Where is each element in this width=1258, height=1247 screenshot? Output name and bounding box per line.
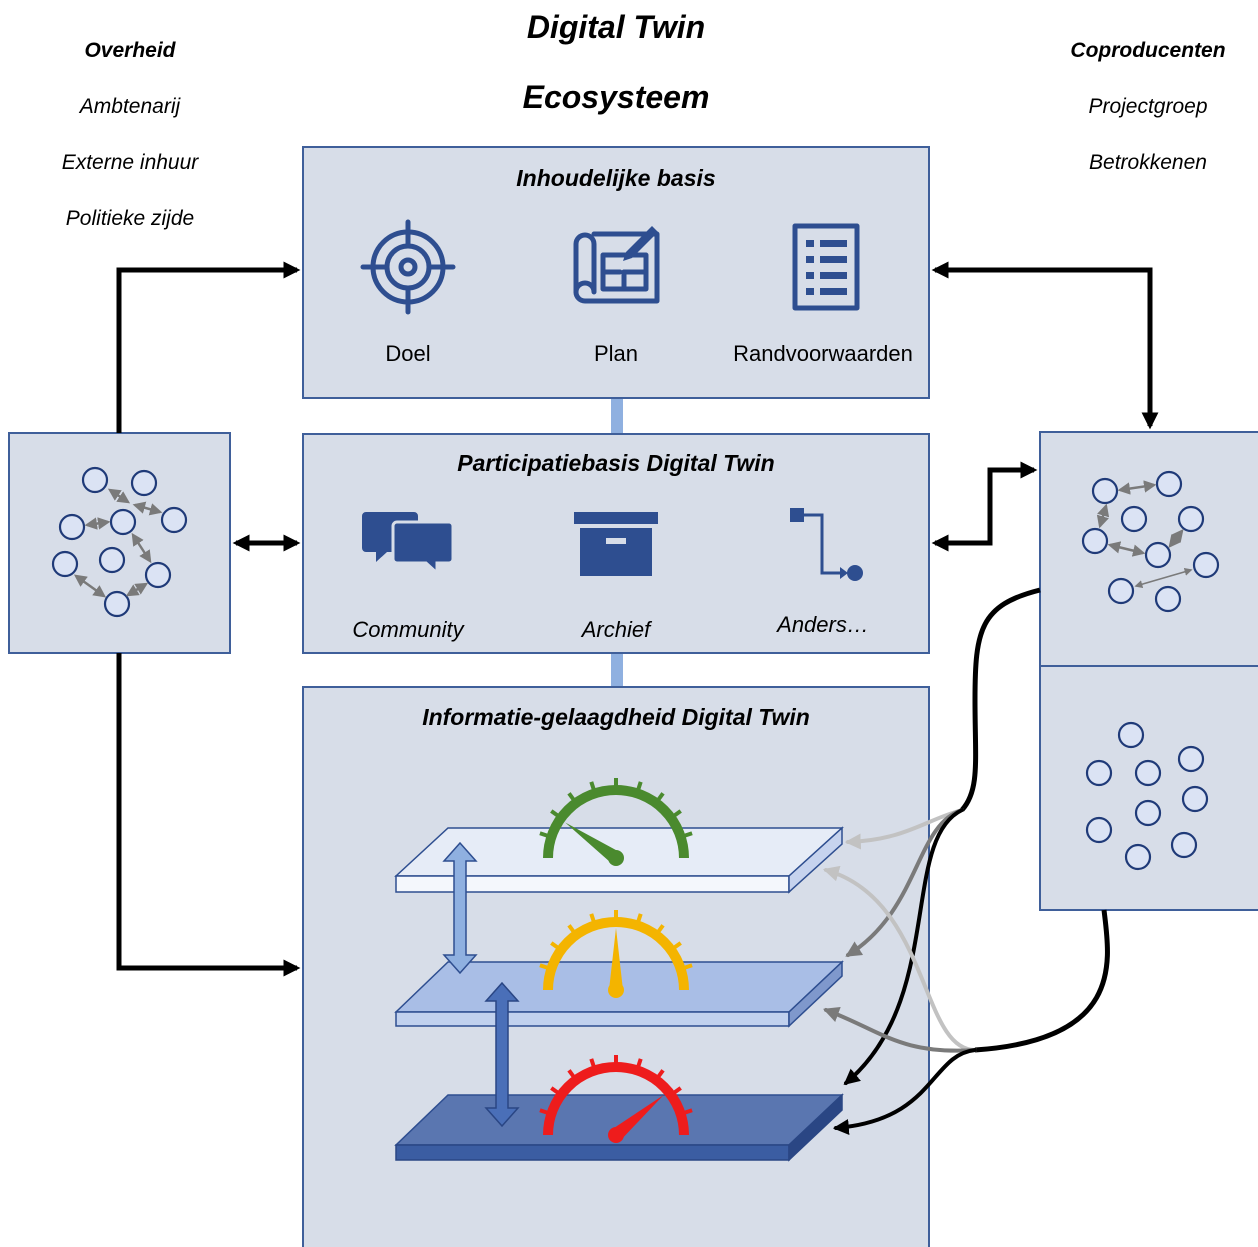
gauge-tick <box>636 913 643 923</box>
coproducers-network-panel <box>1039 431 1258 911</box>
participation-item-label: Community <box>352 617 465 642</box>
gauge-tick <box>656 924 665 933</box>
content-item-label: Doel <box>385 341 430 366</box>
gauge-tick <box>567 924 576 933</box>
connector-arrow <box>116 261 301 433</box>
gauge-hub <box>608 1127 624 1143</box>
gauge-arc <box>543 785 689 859</box>
gauge-needle <box>565 822 621 864</box>
gauge-tick <box>539 831 549 838</box>
gauge-tick <box>683 831 693 838</box>
gauge-needle <box>609 928 623 990</box>
information-panel-title: Informatie-gelaagdheid Digital Twin <box>422 704 810 730</box>
connector-cable <box>974 909 1110 1053</box>
content-item-label: Randvoorwaarden <box>733 341 913 366</box>
left-group-item: Externe inhuur <box>62 151 200 174</box>
gauge-tick <box>567 792 576 801</box>
gauge-tick <box>589 913 596 923</box>
yellow-gauge-icon <box>539 910 693 998</box>
gauge-tick <box>550 1086 559 1095</box>
target-icon <box>360 219 456 315</box>
connector-curve <box>845 808 964 957</box>
gauge-tick <box>539 1108 549 1115</box>
gauge-tick <box>673 809 682 818</box>
connector-arrow <box>116 653 301 977</box>
gauge-tick <box>673 1086 682 1095</box>
government-network-panel <box>8 432 231 654</box>
connector-curve <box>843 808 964 1086</box>
information-layer-top <box>394 826 844 894</box>
diagram-title-line2: Ecosysteem <box>523 79 710 115</box>
gauge-tick <box>636 1058 643 1068</box>
panel-link-bar <box>611 398 623 434</box>
participation-panel: Participatiebasis Digital Twin Community… <box>302 433 930 654</box>
right-group-heading: Coproducenten <box>1070 39 1225 62</box>
content-item-label: Plan <box>594 341 638 366</box>
gauge-tick <box>656 1069 665 1078</box>
gauge-tick <box>550 941 559 950</box>
content-panel-title: Inhoudelijke basis <box>516 165 715 191</box>
gauge-tick <box>567 1069 576 1078</box>
connector-curve <box>822 865 977 1052</box>
connector-arrow <box>931 461 1038 552</box>
flow-connector-icon <box>790 508 863 581</box>
content-panel: Inhoudelijke basis <box>302 146 930 399</box>
gauge-arc <box>543 1062 689 1136</box>
gauge-hub <box>608 982 624 998</box>
layer-transfer-arrow <box>442 841 478 975</box>
blueprint-icon <box>573 226 660 304</box>
participation-item-label: Archief <box>580 617 653 642</box>
participation-item-label: Anders… <box>775 612 869 637</box>
left-group-item: Politieke zijde <box>66 207 194 230</box>
gauge-tick <box>589 1058 596 1068</box>
gauge-tick <box>683 1108 693 1115</box>
checklist-icon <box>792 223 860 311</box>
connector-cable <box>960 587 1041 812</box>
archive-box-icon <box>574 512 658 576</box>
right-group-item: Betrokkenen <box>1089 151 1207 174</box>
connector-curve <box>832 1048 977 1135</box>
chat-bubbles-icon <box>362 512 455 577</box>
left-group-heading: Overheid <box>84 39 176 62</box>
right-group-item: Projectgroep <box>1088 95 1207 118</box>
information-panel: Informatie-gelaagdheid Digital Twin <box>302 686 930 1247</box>
layer-transfer-arrow <box>484 981 520 1128</box>
gauge-tick <box>589 781 596 791</box>
gauge-tick <box>636 781 643 791</box>
red-gauge-icon <box>539 1055 693 1143</box>
gauge-needle <box>611 1095 664 1141</box>
gauge-tick <box>550 809 559 818</box>
participation-panel-title: Participatiebasis Digital Twin <box>457 450 774 476</box>
connector-arrow <box>931 261 1159 430</box>
diagram-title-line1: Digital Twin <box>527 9 705 45</box>
gauge-tick <box>656 792 665 801</box>
connector-curve <box>822 1006 977 1053</box>
left-group-item: Ambtenarij <box>78 95 182 118</box>
panel-link-bar <box>611 653 623 687</box>
gauge-tick <box>539 963 549 970</box>
gauge-tick <box>683 963 693 970</box>
gauge-arc <box>543 917 689 991</box>
gauge-tick <box>673 941 682 950</box>
gauge-hub <box>608 850 624 866</box>
green-gauge-icon <box>539 778 693 866</box>
